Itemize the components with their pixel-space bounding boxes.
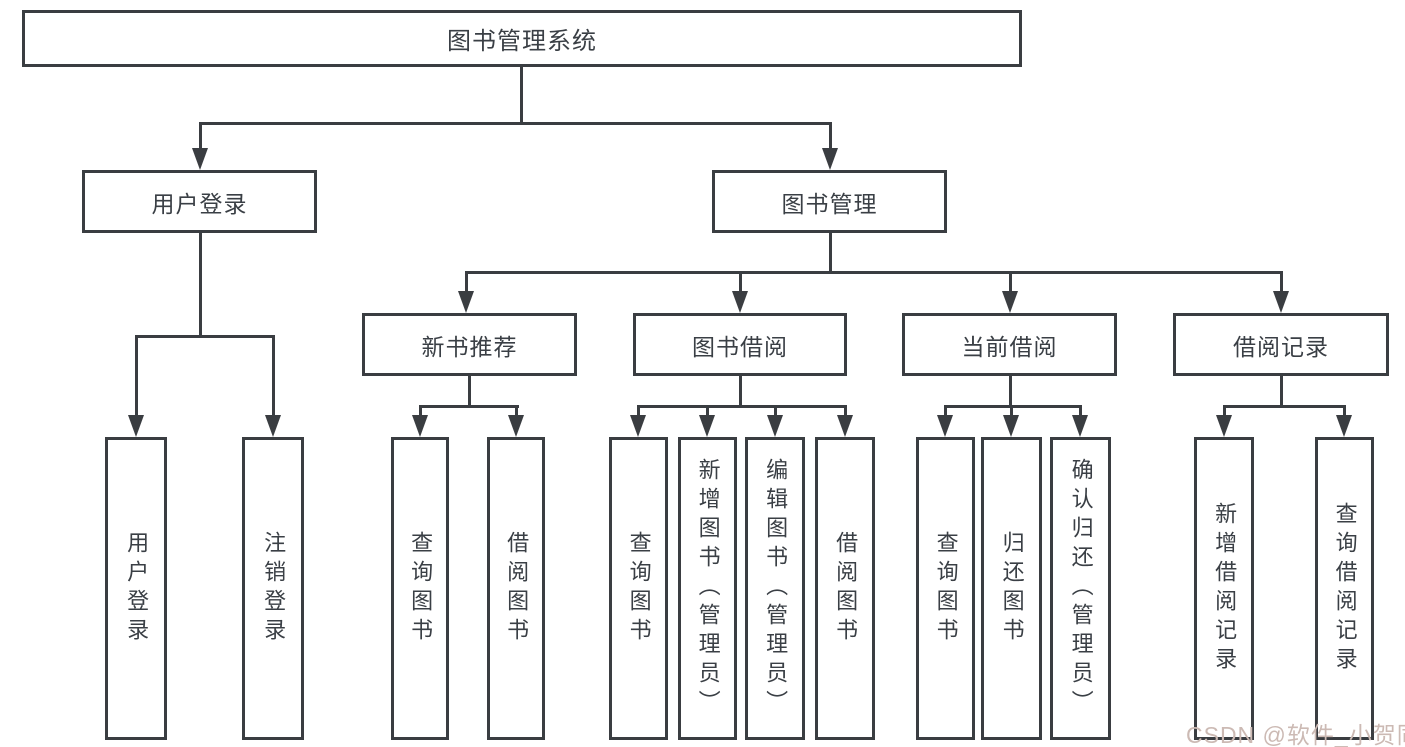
leaf-query-books-recommend: 查询图书 [391,437,449,740]
connector-h [1223,405,1346,408]
node-label: 用户登录 [151,190,248,217]
node-label: 借阅记录 [1233,333,1329,360]
arrowhead-down-icon [1216,415,1232,437]
arrowhead-down-icon [822,148,838,170]
connector-v [829,233,832,274]
connector-v [706,405,709,415]
arrowhead-down-icon [1072,415,1088,437]
connector-v [1280,376,1283,408]
connector-v [1223,405,1226,415]
connector-v [1079,405,1082,415]
leaf-label: 借阅图书 [833,530,859,647]
connector-v [419,405,422,415]
connector-v [637,405,640,415]
connector-v [520,66,523,124]
connector-v [1010,405,1013,415]
connector-h [135,335,275,338]
leaf-return-book: 归还图书 [981,437,1042,740]
leaf-label: 借阅图书 [504,530,530,647]
arrowhead-down-icon [265,415,281,437]
leaf-label: 查询图书 [626,530,652,647]
node-user-login: 用户登录 [82,170,317,233]
connector-v [199,122,202,148]
leaf-label: 查询图书 [933,530,959,647]
node-book-management: 图书管理 [712,170,947,233]
node-label: 图书管理系统 [447,28,597,55]
leaf-query-books-current: 查询图书 [916,437,975,740]
arrowhead-down-icon [1273,291,1289,313]
leaf-borrow-books-recommend: 借阅图书 [487,437,545,740]
connector-v [468,376,471,408]
arrowhead-down-icon [412,415,428,437]
leaf-confirm-return-admin: 确认归还（管理员） [1050,437,1111,740]
connector-v [1009,376,1012,408]
connector-v [1280,271,1283,291]
connector-v [944,405,947,415]
node-label: 图书管理 [781,190,878,217]
leaf-user-login: 用户登录 [105,437,167,740]
leaf-add-book-admin: 新增图书（管理员） [678,437,737,740]
connector-v [774,405,777,415]
arrowhead-down-icon [1003,415,1019,437]
connector-v [199,233,202,338]
arrowhead-down-icon [699,415,715,437]
connector-h [637,405,847,408]
arrowhead-down-icon [837,415,853,437]
node-new-book-recommend: 新书推荐 [362,313,577,376]
connector-v [844,405,847,415]
leaf-query-books-borrow: 查询图书 [609,437,668,740]
leaf-edit-book-admin: 编辑图书（管理员） [745,437,805,740]
leaf-label: 新增借阅记录 [1212,501,1238,676]
connector-v [739,376,742,408]
connector-h [199,122,832,125]
node-label: 新书推荐 [421,333,518,360]
connector-v [272,335,275,415]
leaf-label: 编辑图书（管理员） [763,458,789,719]
node-borrow-records: 借阅记录 [1173,313,1389,376]
leaf-label: 确认归还（管理员） [1068,458,1094,719]
arrowhead-down-icon [732,291,748,313]
leaf-query-borrow-record: 查询借阅记录 [1315,437,1374,740]
arrowhead-down-icon [937,415,953,437]
leaf-label: 新增图书（管理员） [695,458,721,719]
leaf-label: 查询借阅记录 [1332,501,1358,676]
leaf-label: 归还图书 [999,530,1025,647]
connector-v [515,405,518,415]
csdn-watermark: CSDN @软件_小贺同学 [1186,722,1405,747]
arrowhead-down-icon [508,415,524,437]
connector-h [419,405,519,408]
leaf-add-borrow-record: 新增借阅记录 [1194,437,1254,740]
connector-v [739,271,742,291]
arrowhead-down-icon [1002,291,1018,313]
arrowhead-down-icon [192,148,208,170]
connector-h [944,405,1082,408]
node-current-borrow: 当前借阅 [902,313,1117,376]
node-library-management-system: 图书管理系统 [22,10,1022,67]
connector-v [1343,405,1346,415]
connector-v [1009,271,1012,291]
node-label: 图书借阅 [692,333,788,360]
connector-h [465,271,1283,274]
node-label: 当前借阅 [961,333,1058,360]
connector-v [465,271,468,291]
leaf-logout: 注销登录 [242,437,304,740]
leaf-label: 查询图书 [408,530,434,647]
arrowhead-down-icon [630,415,646,437]
arrowhead-down-icon [1336,415,1352,437]
leaf-borrow-books: 借阅图书 [815,437,875,740]
node-book-borrow: 图书借阅 [633,313,847,376]
leaf-label: 用户登录 [124,530,150,647]
connector-v [829,122,832,148]
arrowhead-down-icon [128,415,144,437]
connector-v [135,335,138,415]
arrowhead-down-icon [458,291,474,313]
leaf-label: 注销登录 [261,530,287,647]
arrowhead-down-icon [767,415,783,437]
